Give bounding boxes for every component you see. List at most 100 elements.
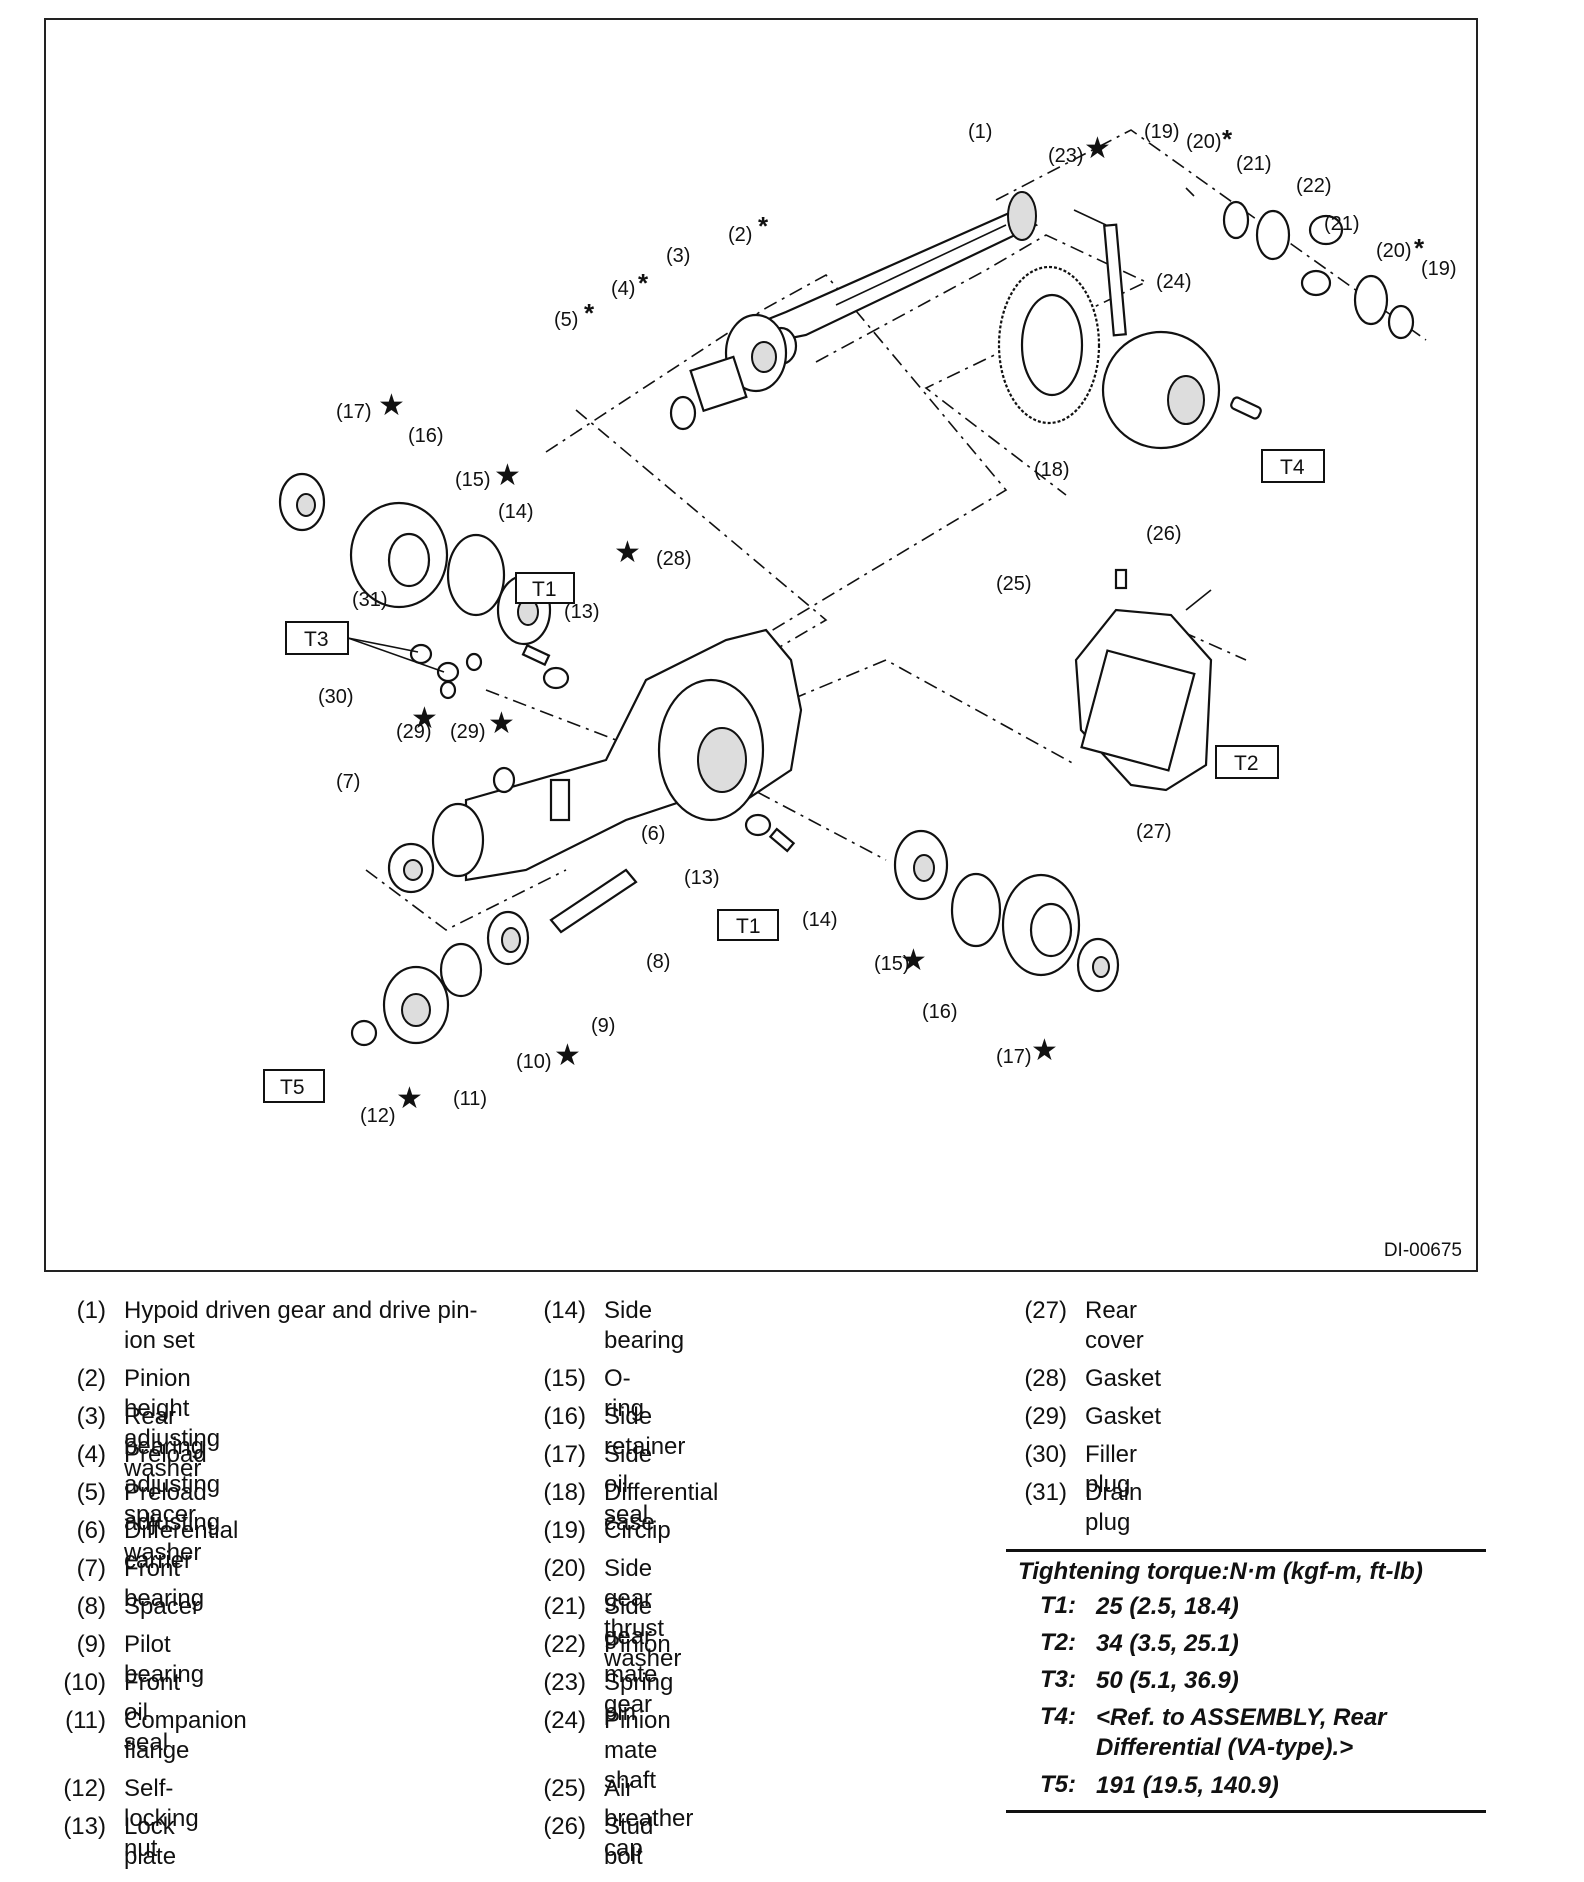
legend-text: Pinion mate shaft <box>604 1707 671 1794</box>
legend-text: Rear cover <box>1085 1297 1144 1354</box>
diagram-frame: (1) (2) (3) (4) (5) (6) (7) (8) (9) (10)… <box>44 18 1478 1272</box>
legend-number: (18) <box>543 1479 586 1506</box>
legend-number: (25) <box>543 1775 586 1802</box>
legend-number: (27) <box>1024 1297 1067 1324</box>
svg-text:T3: T3 <box>304 628 329 651</box>
legend-text: Differential carrier <box>124 1517 239 1574</box>
callout-16a: (16) <box>408 425 444 447</box>
callout-16b: (16) <box>922 1001 958 1023</box>
callout-2: (2) <box>728 224 752 246</box>
legend-number: (19) <box>543 1517 586 1544</box>
legend-text: Drain plug <box>1085 1479 1143 1536</box>
callout-14b: (14) <box>802 909 838 931</box>
right-side-retainer-stack <box>893 829 1120 993</box>
plugs-and-bolts <box>409 643 796 853</box>
legend-text: Circlip <box>604 1517 671 1544</box>
legend-text: Hypoid driven gear and drive pin-ion set <box>124 1297 478 1354</box>
legend-text: Filler plug <box>1085 1441 1137 1498</box>
differential-carrier <box>431 628 803 882</box>
legend-text: Pinion mate gear <box>604 1631 671 1718</box>
callout-5: (5) <box>554 309 578 331</box>
legend-number: (4) <box>76 1441 106 1468</box>
callout-30: (30) <box>318 686 354 708</box>
pinion-bearing-stack <box>669 313 798 431</box>
callout-13a: (13) <box>564 601 600 623</box>
replacement-markers: ★ ★ ★ ★ ★ ★ ★ ★ ★ ★ * * * * * <box>378 124 1425 1115</box>
callout-17a: (17) <box>336 401 372 423</box>
callout-19b: (19) <box>1421 258 1457 280</box>
svg-text:★: ★ <box>1031 1034 1058 1067</box>
callout-27: (27) <box>1136 821 1172 843</box>
legend-number: (3) <box>76 1403 106 1430</box>
torque-box-t3: T3 <box>285 621 445 673</box>
callout-19a: (19) <box>1144 121 1180 143</box>
callout-4: (4) <box>611 278 635 300</box>
svg-text:*: * <box>1222 124 1233 154</box>
legend-number: (26) <box>543 1813 586 1840</box>
differential-case <box>1101 223 1262 450</box>
callout-31: (31) <box>352 589 388 611</box>
svg-text:T1: T1 <box>736 915 761 938</box>
legend-text: Preload adjusting washer <box>124 1479 221 1566</box>
legend-text: Gasket <box>1085 1403 1162 1430</box>
callout-20b: (20) <box>1376 240 1412 262</box>
svg-text:T1: T1 <box>532 578 557 601</box>
callout-1: (1) <box>968 121 992 143</box>
legend-number: (7) <box>76 1555 106 1582</box>
legend-text: Air breather cap <box>604 1775 694 1862</box>
legend-number: (20) <box>543 1555 586 1582</box>
legend-text: Rear bearing <box>124 1403 205 1460</box>
legend-text: Side gear thrust washer <box>604 1555 682 1672</box>
side-gears-and-washers <box>1073 187 1415 340</box>
svg-text:★: ★ <box>488 707 515 740</box>
svg-text:*: * <box>1414 233 1425 263</box>
callout-15b: (15) <box>874 953 910 975</box>
legend-text: Side gear <box>604 1593 653 1650</box>
legend-number: (15) <box>543 1365 586 1392</box>
callout-24: (24) <box>1156 271 1192 293</box>
svg-text:*: * <box>638 268 649 298</box>
legend-number: (31) <box>1024 1479 1067 1506</box>
torque-title: Tightening torque:N·m (kgf-m, ft-lb) <box>1018 1558 1423 1585</box>
callout-labels: (1) (2) (3) (4) (5) (6) (7) (8) (9) (10)… <box>318 121 1457 1127</box>
callout-10: (10) <box>516 1051 552 1073</box>
legend-number: (8) <box>76 1593 106 1620</box>
callout-23: (23) <box>1048 145 1084 167</box>
legend-text: Self-locking nut <box>124 1775 199 1862</box>
svg-text:★: ★ <box>1084 132 1111 165</box>
legend-text: Spring pin <box>604 1669 674 1726</box>
figure-id: DI-00675 <box>1383 1240 1462 1261</box>
svg-text:★: ★ <box>378 389 405 422</box>
legend-number: (5) <box>76 1479 106 1506</box>
svg-text:T2: T2 <box>1234 752 1259 775</box>
callout-8: (8) <box>646 951 670 973</box>
svg-text:★: ★ <box>614 536 641 569</box>
legend-text: Front oil seal <box>124 1669 181 1756</box>
legend-text: Preload adjusting spacer <box>124 1441 221 1528</box>
svg-text:★: ★ <box>554 1039 581 1072</box>
legend-number: (24) <box>543 1707 586 1734</box>
legend-text: Pilot bearing <box>124 1631 205 1688</box>
legend-text: Differential case <box>604 1479 719 1536</box>
legend-text: Front bearing <box>124 1555 205 1612</box>
svg-text:★: ★ <box>494 459 521 492</box>
left-side-retainer-stack <box>278 472 552 646</box>
torque-row: T3:50 (5.1, 36.9) <box>1040 1666 1239 1694</box>
legend-number: (21) <box>543 1593 586 1620</box>
legend-number: (23) <box>543 1669 586 1696</box>
hypoid-ring-gear <box>997 265 1101 425</box>
svg-text:T5: T5 <box>280 1076 305 1099</box>
legend-number: (2) <box>76 1365 106 1392</box>
callout-18: (18) <box>1034 459 1070 481</box>
legend-text: Lock plate <box>124 1813 177 1870</box>
legend-number: (12) <box>63 1775 106 1802</box>
callout-29a: (29) <box>396 721 432 743</box>
callout-28: (28) <box>656 548 692 570</box>
legend-number: (16) <box>543 1403 586 1430</box>
torque-row: T5:191 (19.5, 140.9) <box>1040 1771 1279 1799</box>
legend-number: (9) <box>76 1631 106 1658</box>
legend-number: (28) <box>1024 1365 1067 1392</box>
legend-number: (30) <box>1024 1441 1067 1468</box>
legend-number: (17) <box>543 1441 586 1468</box>
torque-box-t1-upper: T1 <box>515 572 575 604</box>
